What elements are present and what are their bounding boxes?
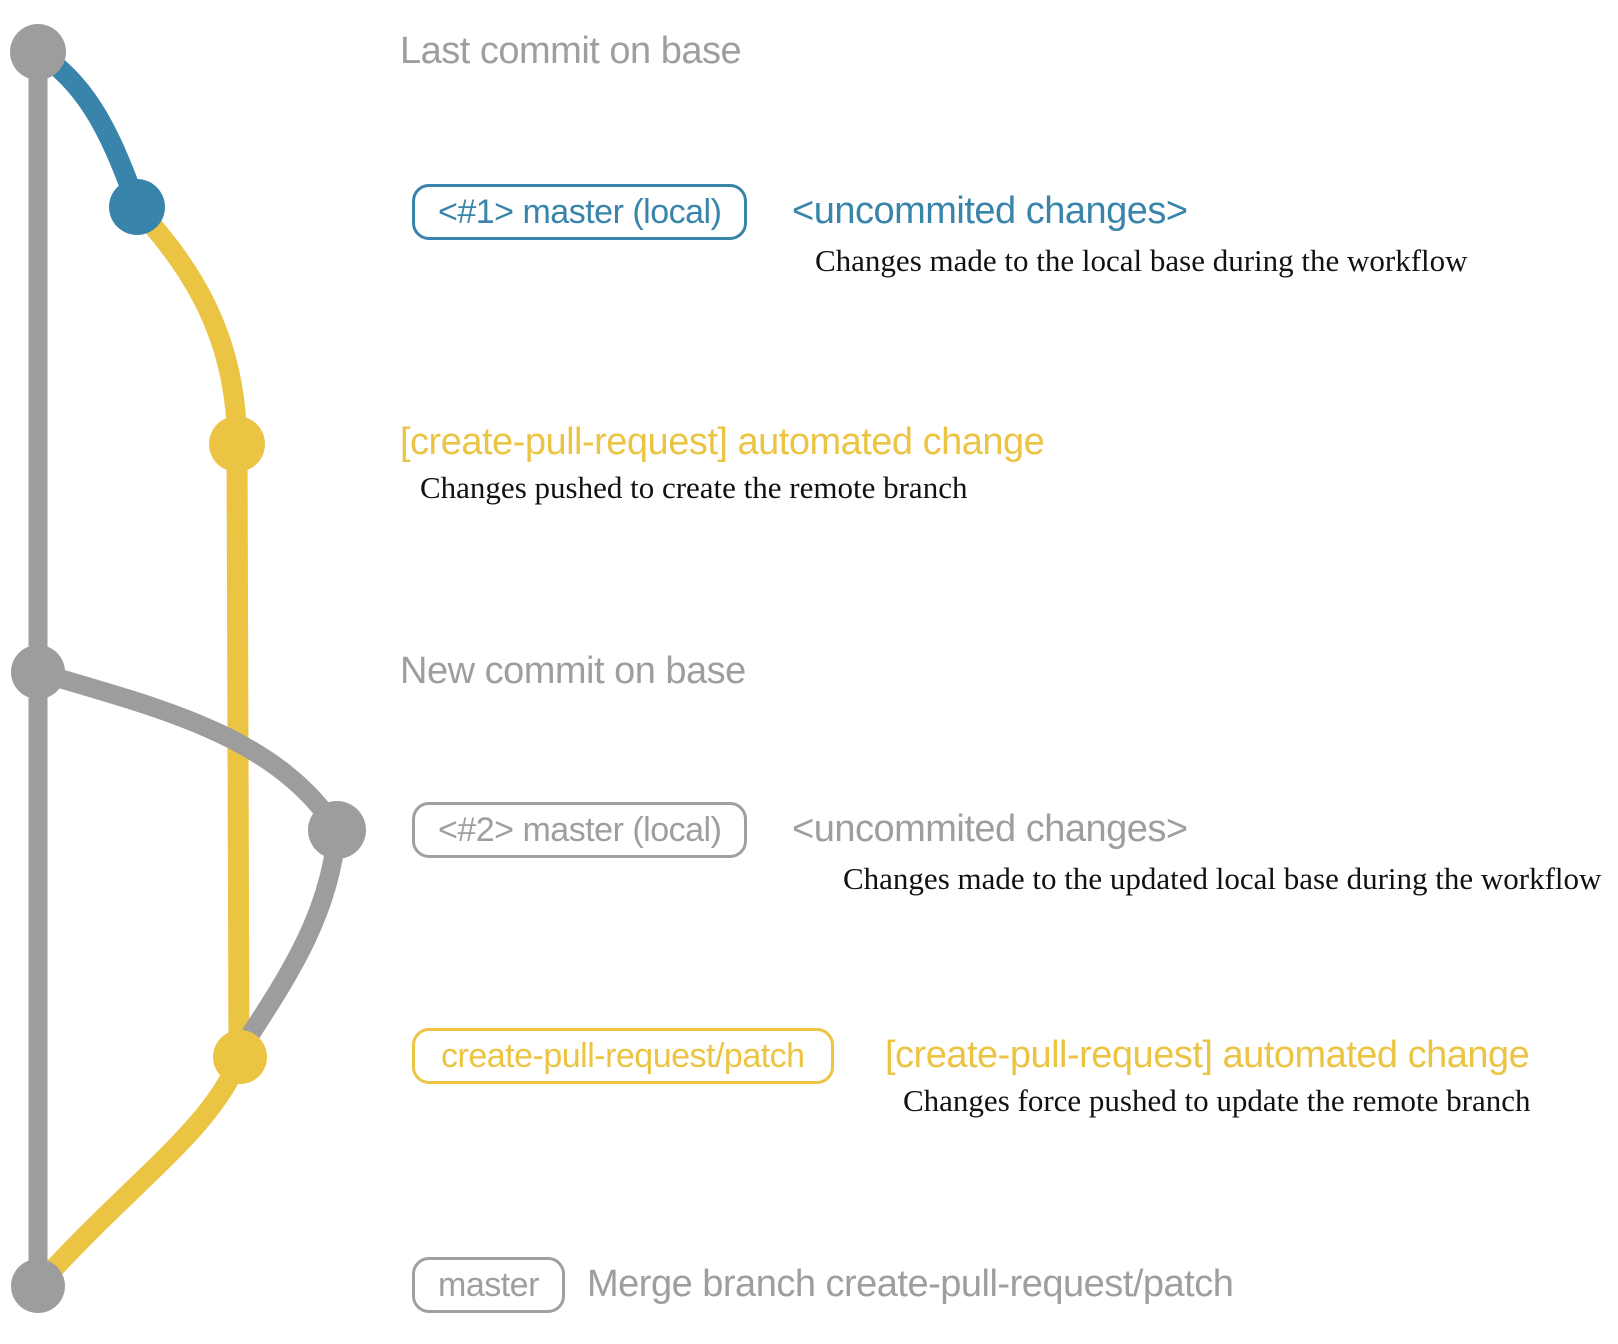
label-new-commit-on-base: New commit on base [400, 650, 746, 692]
commit-dot-last-base [10, 24, 66, 80]
commit-message-uncommitted-1: <uncommited changes> [792, 190, 1188, 232]
commit-message-uncommitted-2: <uncommited changes> [792, 808, 1188, 850]
branch-tag-create-pull-request-patch: create-pull-request/patch [412, 1028, 834, 1084]
merge-curve [35, 1047, 250, 1288]
commit-dot-local-2 [308, 801, 366, 859]
branch-tag-master-local-2: <#2> master (local) [412, 802, 748, 858]
label-last-commit-on-base: Last commit on base [400, 30, 742, 72]
note-push-create-branch: Changes pushed to create the remote bran… [420, 470, 968, 505]
note-local-changes-1: Changes made to the local base during th… [815, 243, 1468, 278]
updated-local-branch-curve-in [233, 820, 347, 1056]
note-force-push-update-branch: Changes force pushed to update the remot… [903, 1083, 1531, 1118]
commit-message-automated-change-2: [create-pull-request] automated change [885, 1034, 1530, 1076]
commit-dot-local-1 [109, 179, 165, 235]
commit-graph [10, 24, 366, 1313]
commit-dot-merge [11, 1259, 65, 1313]
commit-dot-new-base [11, 645, 65, 699]
branch-tag-master: master [412, 1257, 565, 1313]
commit-dot-push-2 [213, 1030, 267, 1084]
commit-message-automated-change-1: [create-pull-request] automated change [400, 421, 1045, 463]
branch-tag-master-local-1: <#1> master (local) [412, 184, 748, 240]
commit-dot-push-1 [209, 416, 265, 472]
updated-local-branch-curve-out [28, 662, 347, 840]
commit-message-merge-branch: Merge branch create-pull-request/patch [587, 1263, 1234, 1305]
note-local-changes-2: Changes made to the updated local base d… [843, 861, 1602, 896]
remote-branch-curve-top [127, 197, 247, 454]
